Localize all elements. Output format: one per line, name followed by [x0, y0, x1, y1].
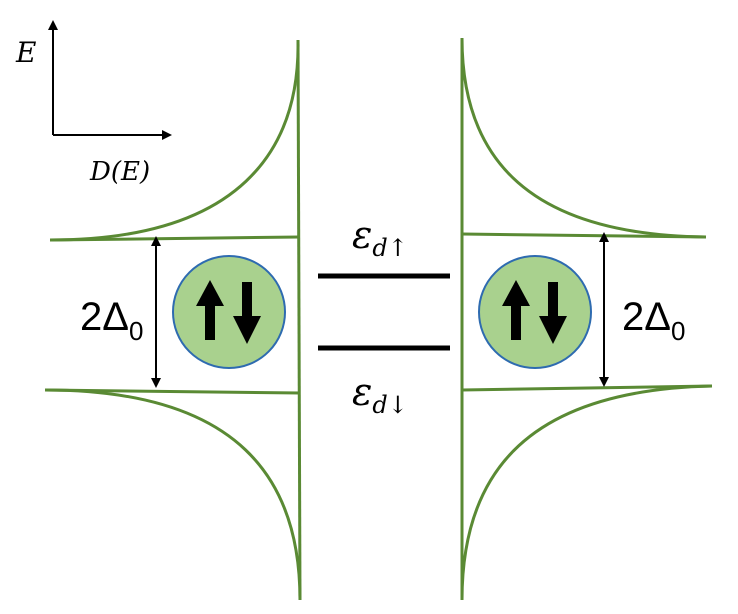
- up-down-arrows-icon: [196, 280, 261, 344]
- left-pair-circle: [172, 255, 286, 369]
- y-axis-label: E: [15, 36, 36, 69]
- right-dos: [460, 37, 713, 601]
- right-gap-label: 2Δ0: [622, 295, 685, 346]
- left-dos: [44, 39, 302, 601]
- right-pair: [478, 255, 592, 369]
- left-dos-lower-curve: [44, 388, 302, 601]
- right-dos-upper-curve: [460, 37, 707, 239]
- right-dos-lower-curve: [460, 384, 713, 601]
- left-gap-top-line: [49, 235, 301, 242]
- axes: E D(E): [15, 20, 172, 187]
- left-dos-upper-curve: [49, 39, 300, 242]
- dot-levels: εd↑ εd↓: [318, 213, 450, 419]
- right-gap-bottom-line: [461, 384, 713, 392]
- right-pair-circle: [478, 255, 592, 369]
- lower-level-label: εd↓: [352, 370, 408, 419]
- x-axis-label: D(E): [89, 157, 150, 187]
- right-gap-top-line: [461, 232, 707, 239]
- upper-level-label: εd↑: [352, 213, 408, 262]
- left-pair: [172, 255, 286, 369]
- left-gap-label: 2Δ0: [80, 295, 143, 346]
- up-down-arrows-icon: [502, 280, 567, 344]
- left-dos-axis: [296, 39, 302, 601]
